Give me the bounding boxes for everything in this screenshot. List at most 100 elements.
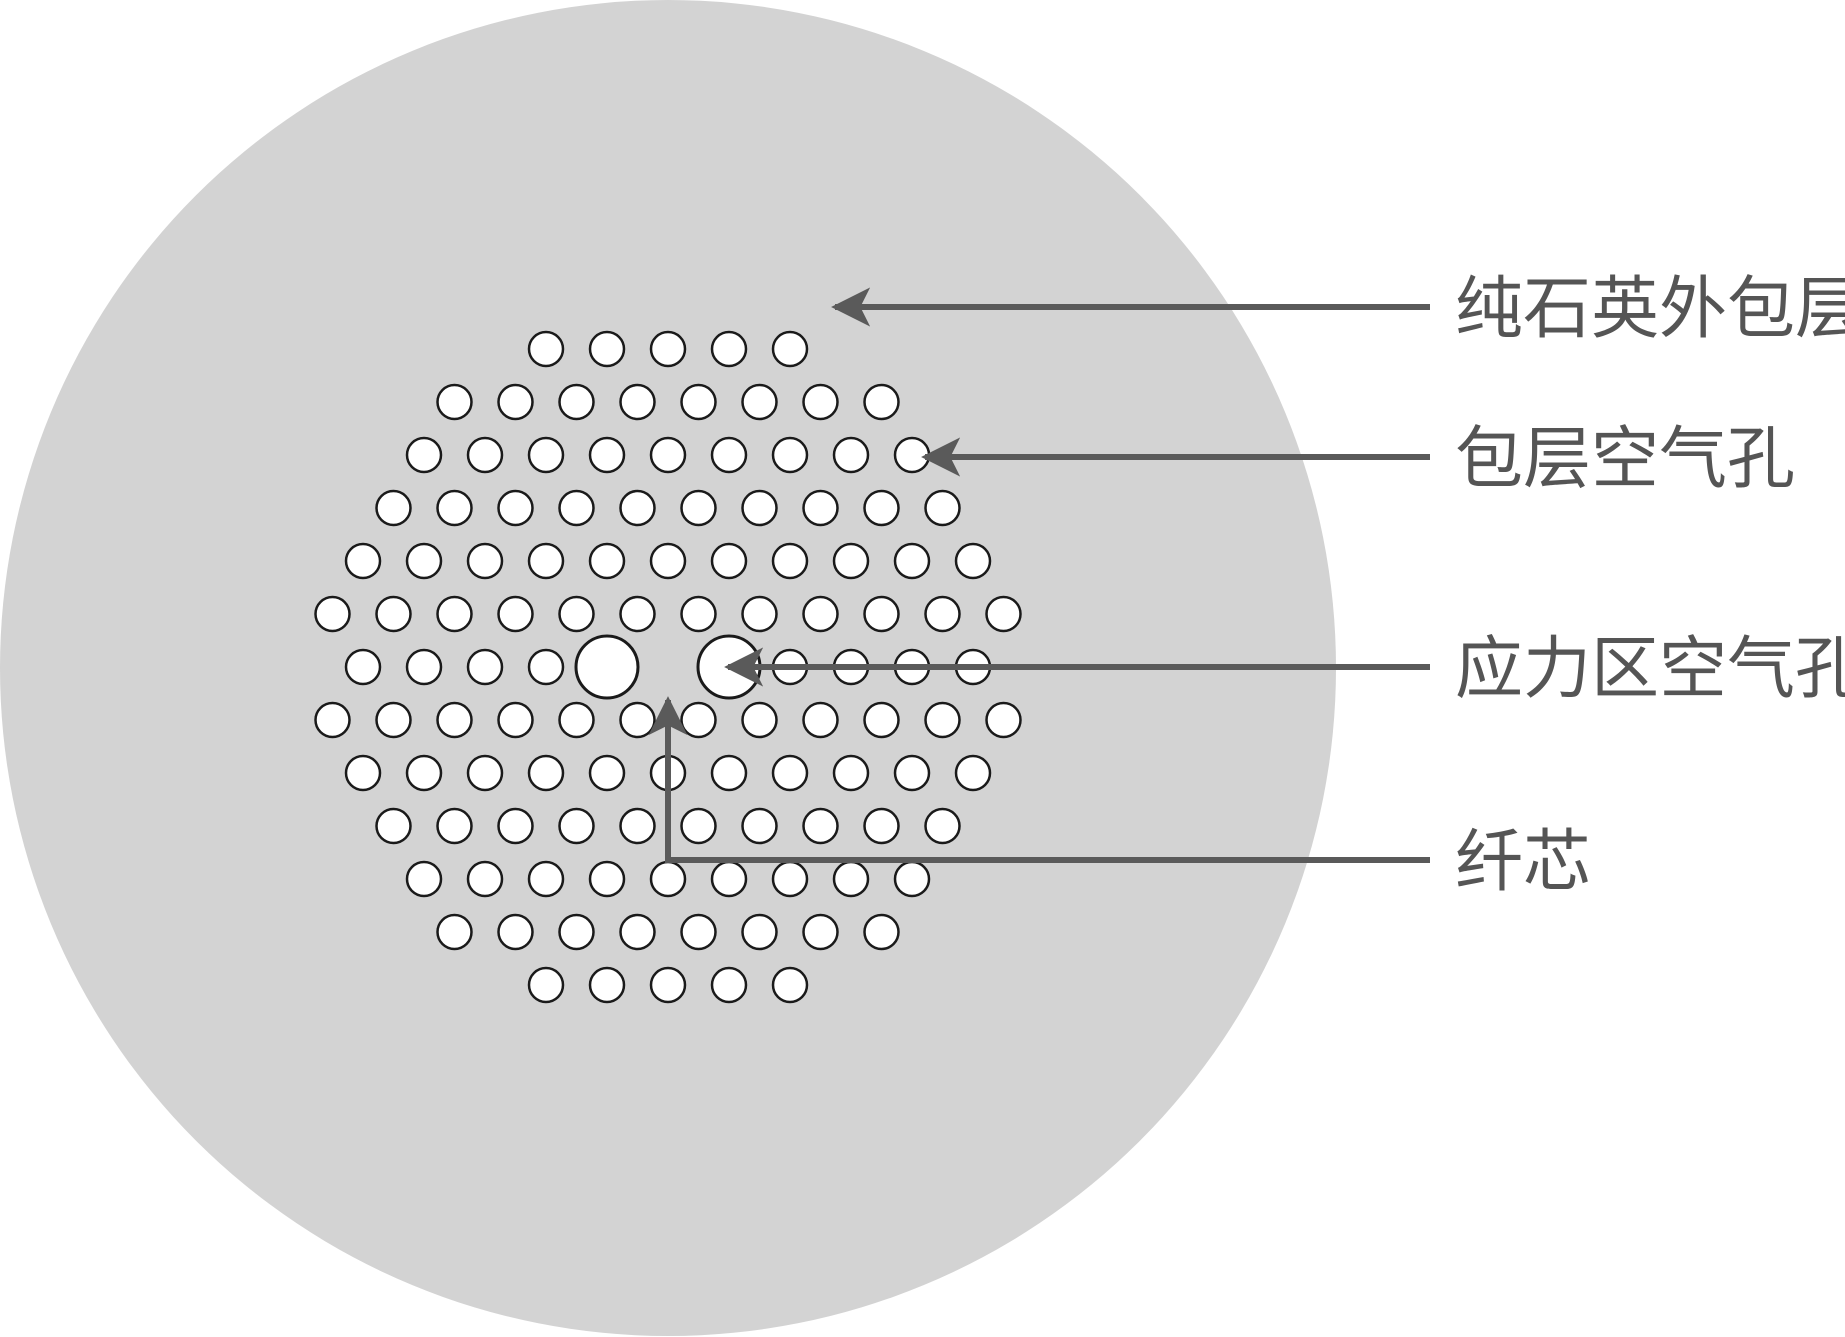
cladding-air-hole	[924, 807, 961, 845]
cladding-air-hole	[680, 701, 717, 739]
cladding-air-hole	[436, 489, 473, 527]
cladding-air-hole	[588, 754, 626, 792]
cladding-air-hole	[527, 860, 565, 898]
cladding-air-hole	[893, 860, 931, 898]
cladding-air-hole	[466, 436, 504, 474]
cladding-air-hole	[771, 436, 809, 474]
cladding-air-hole	[497, 383, 534, 421]
cladding-air-hole	[497, 595, 534, 633]
cladding-air-hole	[436, 807, 473, 845]
cladding-air-hole	[954, 542, 992, 580]
cladding-air-hole	[863, 913, 900, 951]
cladding-air-hole	[375, 489, 412, 527]
cladding-air-hole	[436, 701, 473, 739]
cladding-air-hole	[863, 489, 900, 527]
cladding-air-hole	[527, 542, 565, 580]
callout-arrow-fiber-core	[648, 696, 1430, 863]
cladding-air-hole	[680, 913, 717, 951]
cladding-air-hole	[710, 860, 748, 898]
cladding-air-hole	[497, 489, 534, 527]
cladding-air-hole	[497, 701, 534, 739]
cladding-air-hole	[375, 807, 412, 845]
cladding-air-hole	[710, 966, 748, 1004]
cladding-air-hole	[802, 701, 839, 739]
cladding-air-hole	[741, 383, 778, 421]
cladding-air-hole	[375, 595, 412, 633]
cladding-air-hole	[802, 383, 839, 421]
cladding-air-hole	[771, 330, 809, 368]
cladding-air-hole	[558, 913, 595, 951]
cladding-air-hole	[558, 807, 595, 845]
cladding-air-hole	[344, 754, 382, 792]
cladding-air-hole	[466, 648, 504, 686]
cladding-air-hole	[771, 860, 809, 898]
cladding-air-hole	[710, 436, 748, 474]
cladding-air-hole	[405, 860, 443, 898]
cladding-air-hole	[924, 595, 961, 633]
cladding-air-hole	[344, 542, 382, 580]
cladding-air-hole	[314, 701, 351, 739]
cladding-air-hole	[863, 807, 900, 845]
cladding-air-hole	[466, 542, 504, 580]
cladding-air-hole	[344, 648, 382, 686]
cladding-air-hole	[497, 913, 534, 951]
cladding-air-hole	[619, 701, 656, 739]
cladding-air-hole	[985, 595, 1022, 633]
cladding-air-hole	[863, 701, 900, 739]
cladding-air-hole	[771, 754, 809, 792]
cladding-air-hole	[985, 701, 1022, 739]
cladding-air-hole	[832, 754, 870, 792]
cladding-air-hole	[436, 913, 473, 951]
cladding-air-hole	[588, 436, 626, 474]
cladding-air-hole	[588, 330, 626, 368]
cladding-air-hole	[405, 648, 443, 686]
cladding-air-hole	[924, 701, 961, 739]
cladding-air-hole	[619, 595, 656, 633]
cladding-air-hole	[741, 595, 778, 633]
cladding-air-hole	[893, 542, 931, 580]
cladding-air-hole	[436, 595, 473, 633]
cladding-air-hole	[863, 383, 900, 421]
cladding-air-hole	[619, 489, 656, 527]
cladding-air-hole	[680, 383, 717, 421]
cladding-air-hole	[741, 807, 778, 845]
cladding-air-hole	[832, 436, 870, 474]
cladding-air-hole	[680, 489, 717, 527]
cladding-air-hole	[710, 754, 748, 792]
cladding-air-hole	[710, 542, 748, 580]
cladding-air-hole	[558, 701, 595, 739]
cladding-air-hole	[527, 754, 565, 792]
cladding-air-hole	[680, 595, 717, 633]
label-stress-air-holes: 应力区空气孔	[1455, 630, 1845, 709]
outer-cladding	[0, 0, 1336, 1336]
label-outer-cladding: 纯石英外包层	[1455, 270, 1845, 349]
cladding-air-hole	[649, 436, 687, 474]
cladding-air-hole	[741, 701, 778, 739]
cladding-air-hole	[588, 966, 626, 1004]
cladding-air-hole	[649, 860, 687, 898]
cladding-air-hole	[863, 595, 900, 633]
cladding-air-hole	[924, 489, 961, 527]
label-cladding-air-holes: 包层空气孔	[1455, 420, 1795, 499]
callouts	[648, 287, 1430, 863]
cladding-air-hole	[832, 860, 870, 898]
cladding-air-hole	[802, 913, 839, 951]
cladding-air-hole	[619, 383, 656, 421]
cladding-air-hole	[314, 595, 351, 633]
cladding-air-hole	[649, 542, 687, 580]
label-fiber-core: 纤芯	[1455, 823, 1591, 902]
cladding-air-hole	[375, 701, 412, 739]
cladding-air-hole	[405, 436, 443, 474]
cladding-air-hole	[527, 436, 565, 474]
cladding-air-hole	[802, 595, 839, 633]
cladding-air-hole	[619, 913, 656, 951]
cladding-air-hole	[466, 860, 504, 898]
air-hole-lattice	[314, 330, 1022, 1004]
cladding-air-hole	[527, 966, 565, 1004]
cladding-air-hole	[405, 542, 443, 580]
cladding-air-hole	[802, 807, 839, 845]
cladding-air-hole	[741, 913, 778, 951]
cladding-air-hole	[954, 754, 992, 792]
cladding-air-hole	[558, 595, 595, 633]
